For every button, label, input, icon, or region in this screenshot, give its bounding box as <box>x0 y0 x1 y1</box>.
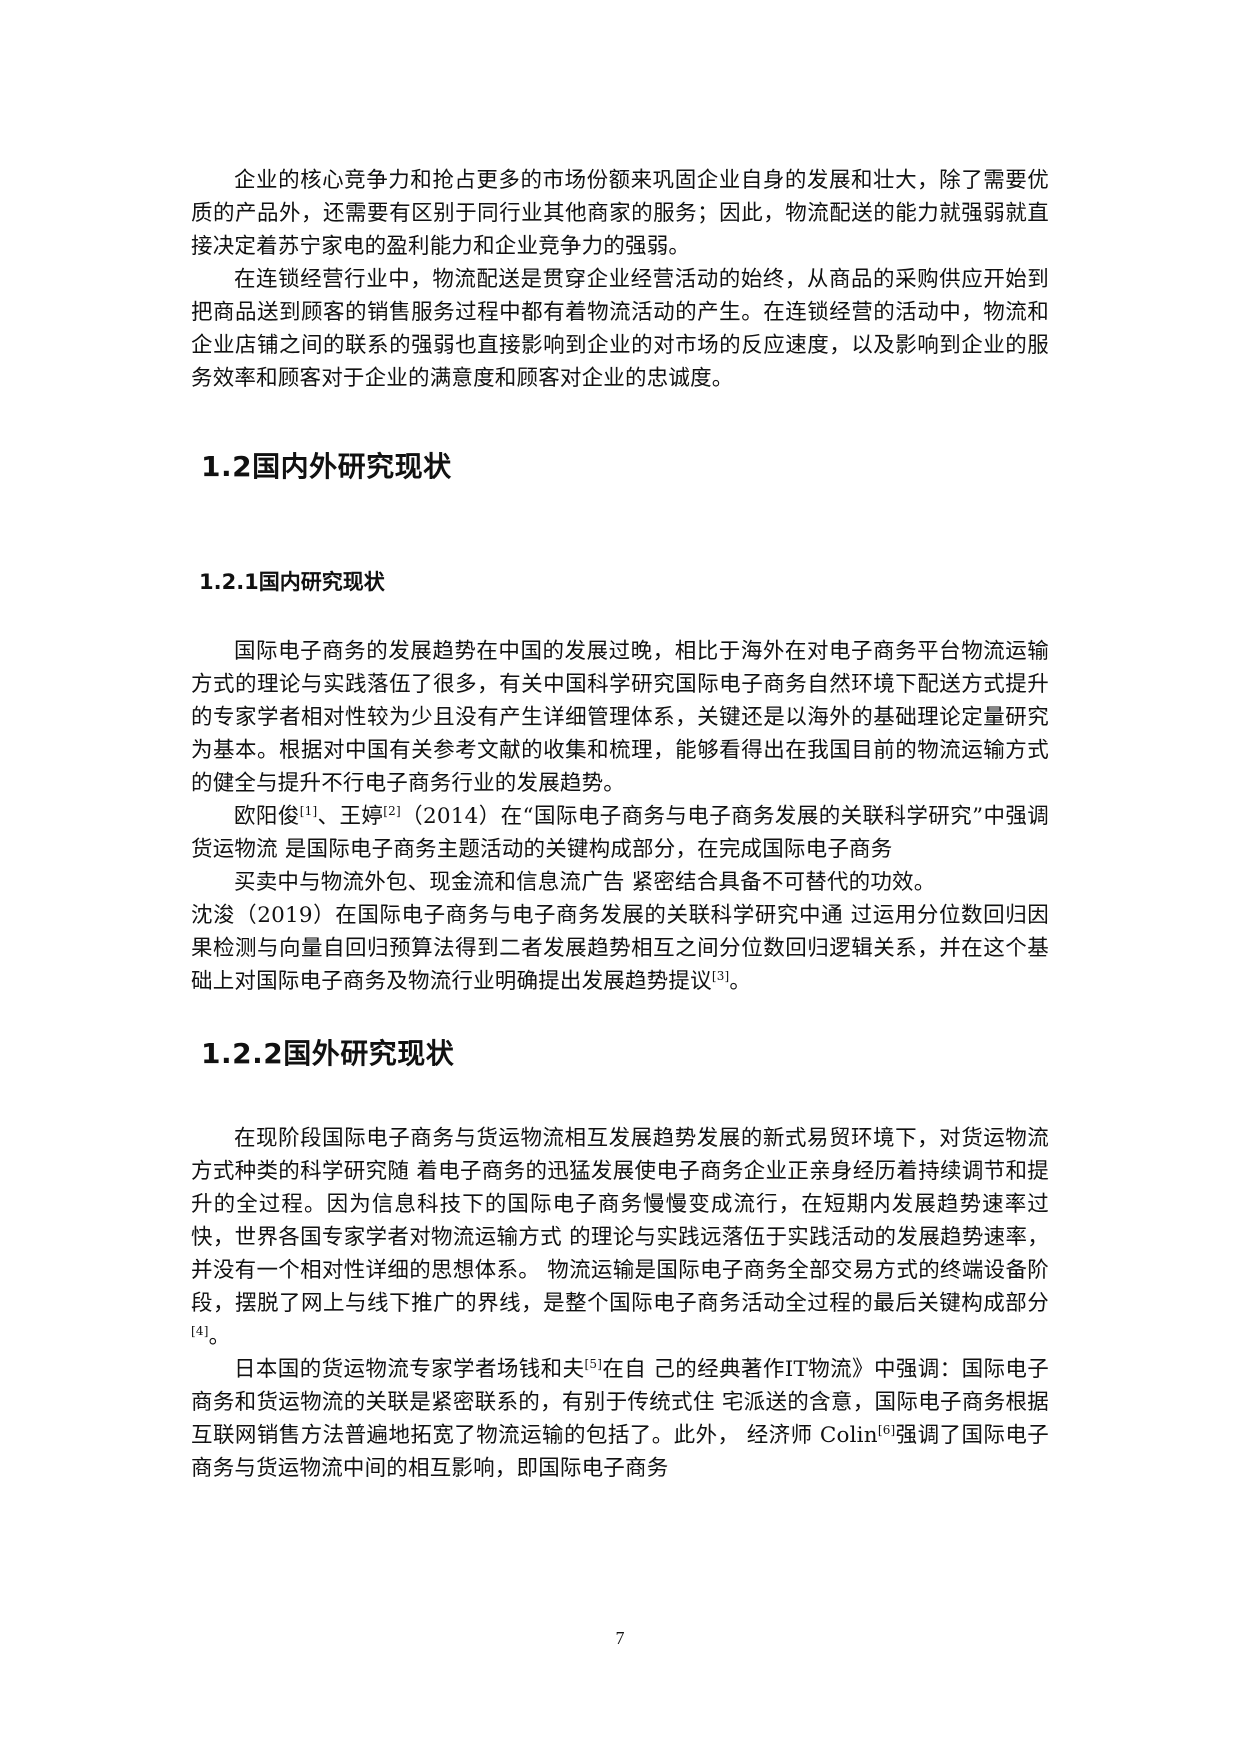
domestic-paragraph-2: 欧阳俊[1]、王婷[2]（2014）在“国际电子商务与电子商务发展的关联科学研究… <box>191 800 1049 866</box>
subsection-heading-1-2-2: 1.2.2国外研究现状 <box>201 1037 455 1070</box>
section-heading-1-2: 1.2国内外研究现状 <box>201 450 452 483</box>
text-run: 。 <box>208 1324 231 1349</box>
text-run: 欧阳俊 <box>234 804 300 829</box>
citation-ref: [3] <box>711 968 730 983</box>
domestic-paragraph-3: 买卖中与物流外包、现金流和信息流广告 紧密结合具备不可替代的功效。 <box>234 870 936 895</box>
citation-ref: [1] <box>299 803 318 818</box>
text-run: 沈浚（2019）在国际电子商务与电子商务发展的关联科学研究中通 过运用分位数回归… <box>191 903 1049 994</box>
intro-paragraph-1: 企业的核心竞争力和抢占更多的市场份额来巩固企业自身的发展和壮大，除了需要优质的产… <box>191 168 1049 259</box>
page-number: 7 <box>615 1628 625 1648</box>
citation-ref: [5] <box>584 1356 603 1371</box>
citation-ref: [6] <box>877 1422 896 1437</box>
page-content: 企业的核心竞争力和抢占更多的市场份额来巩固企业自身的发展和壮大，除了需要优质的产… <box>191 164 1049 1485</box>
subsection-heading-1-2-1: 1.2.1国内研究现状 <box>199 570 385 594</box>
foreign-paragraph-1: 在现阶段国际电子商务与货运物流相互发展趋势发展的新式易贸环境下，对货运物流方式种… <box>191 1122 1049 1353</box>
foreign-paragraph-2: 日本国的货运物流专家学者场钱和夫[5]在自 己的经典著作IT物流》中强调：国际电… <box>191 1353 1049 1485</box>
text-run: 在自 己的经典著作IT物流》中强调：国际电子商务和货运物流的关联是紧密联系的，有… <box>191 1357 1049 1448</box>
intro-paragraph-2: 在连锁经营行业中，物流配送是贯穿企业经营活动的始终，从商品的采购供应开始到把商品… <box>191 267 1049 391</box>
text-run: 。 <box>729 969 752 994</box>
text-run: 、王婷 <box>317 804 384 829</box>
text-run: 在现阶段国际电子商务与货运物流相互发展趋势发展的新式易贸环境下，对货运物流方式种… <box>191 1126 1049 1316</box>
text-run: （2014）在“国际电子商务与电子商务发展的关联科学研究”中强调货运物流 是国际… <box>191 804 1049 862</box>
domestic-paragraph-4: 沈浚（2019）在国际电子商务与电子商务发展的关联科学研究中通 过运用分位数回归… <box>191 899 1049 998</box>
citation-ref: [4] <box>191 1323 209 1338</box>
domestic-paragraph-1: 国际电子商务的发展趋势在中国的发展过晚，相比于海外在对电子商务平台物流运输方式的… <box>191 639 1049 796</box>
text-run: 日本国的货运物流专家学者场钱和夫 <box>234 1357 585 1382</box>
text-run: 强调了国际电子商务与货运物流中间的相互影响，即国际电子商务 <box>191 1423 1049 1481</box>
citation-ref: [2] <box>383 803 401 818</box>
